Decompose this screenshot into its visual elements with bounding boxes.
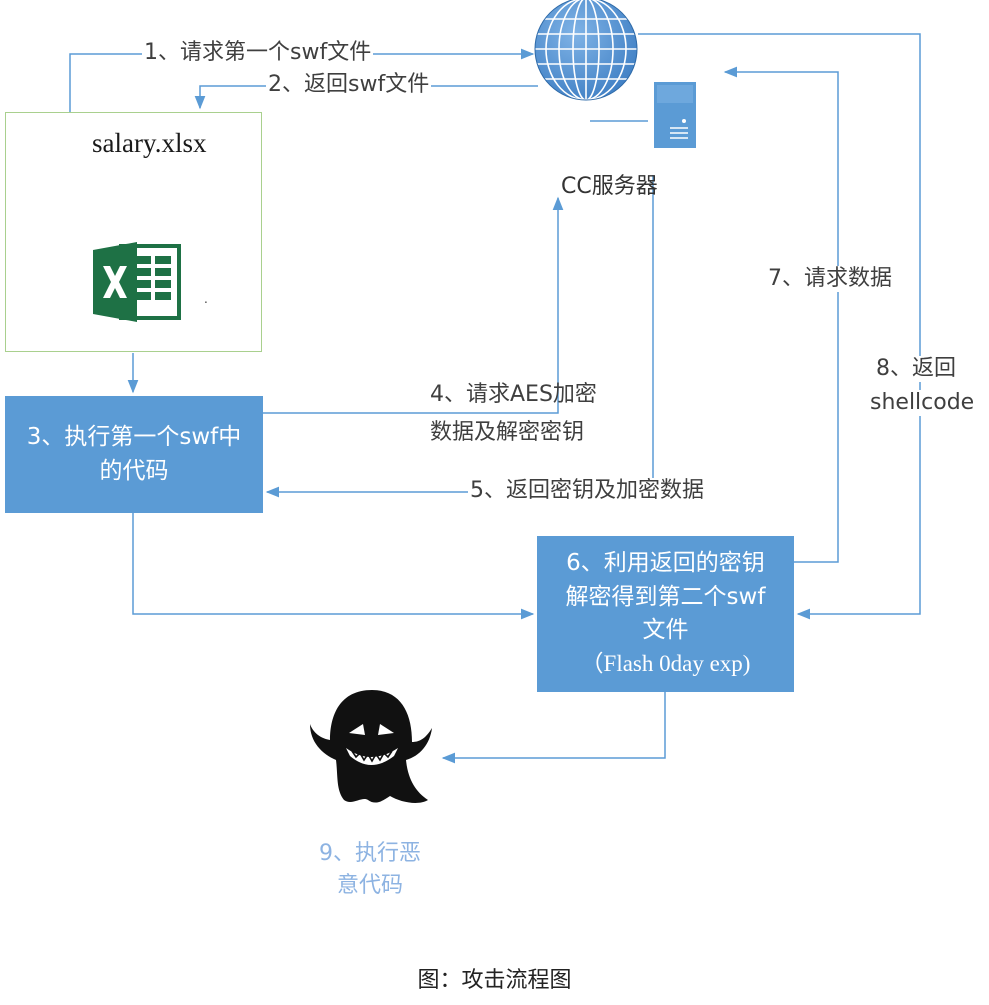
step9-label: 9、执行恶 意代码 [300,838,440,902]
globe-icon [534,0,638,101]
step9-line2: 意代码 [336,872,403,898]
arrow-step4 [263,196,564,414]
step3-line1: 3、执行第一个swf中 [26,424,242,451]
server-icon [654,82,696,148]
step6-line4: （Flash 0day exp) [580,651,751,677]
step6-box: 6、利用返回的密钥 解密得到第二个swf 文件 （Flash 0day exp) [537,536,794,692]
step8-line1: 8、返回 [874,356,958,383]
arrow-step8 [638,33,921,620]
step7-label: 7、请求数据 [766,266,894,293]
arrow-step9 [441,692,666,764]
step6-line1: 6、利用返回的密钥 [566,550,765,577]
step6-line2: 解密得到第二个swf [565,583,766,610]
step1-label: 1、请求第一个swf文件 [142,40,374,67]
arrow-step1 [69,48,535,112]
arrow-box3-to-box6 [132,513,535,620]
arrow-step7 [723,66,839,563]
step4-line1: 4、请求AES加密 [430,382,597,407]
step5-label: 5、返回密钥及加密数据 [468,478,706,505]
step8-line2: shellcode [868,390,977,417]
step3-box: 3、执行第一个swf中 的代码 [5,396,263,513]
ghost-icon [310,690,432,803]
step3-line2: 的代码 [99,457,169,484]
step4-line2: 数据及解密密钥 [430,420,585,445]
cc-server-label: CC服务器 [561,174,658,199]
figure-caption: 图：攻击流程图 [417,968,572,993]
step9-line1: 9、执行恶 [319,841,421,866]
excel-icon [93,242,181,322]
step6-line3: 文件 [642,617,689,643]
step2-label: 2、返回swf文件 [266,72,432,99]
file-name: salary.xlsx [92,128,207,158]
